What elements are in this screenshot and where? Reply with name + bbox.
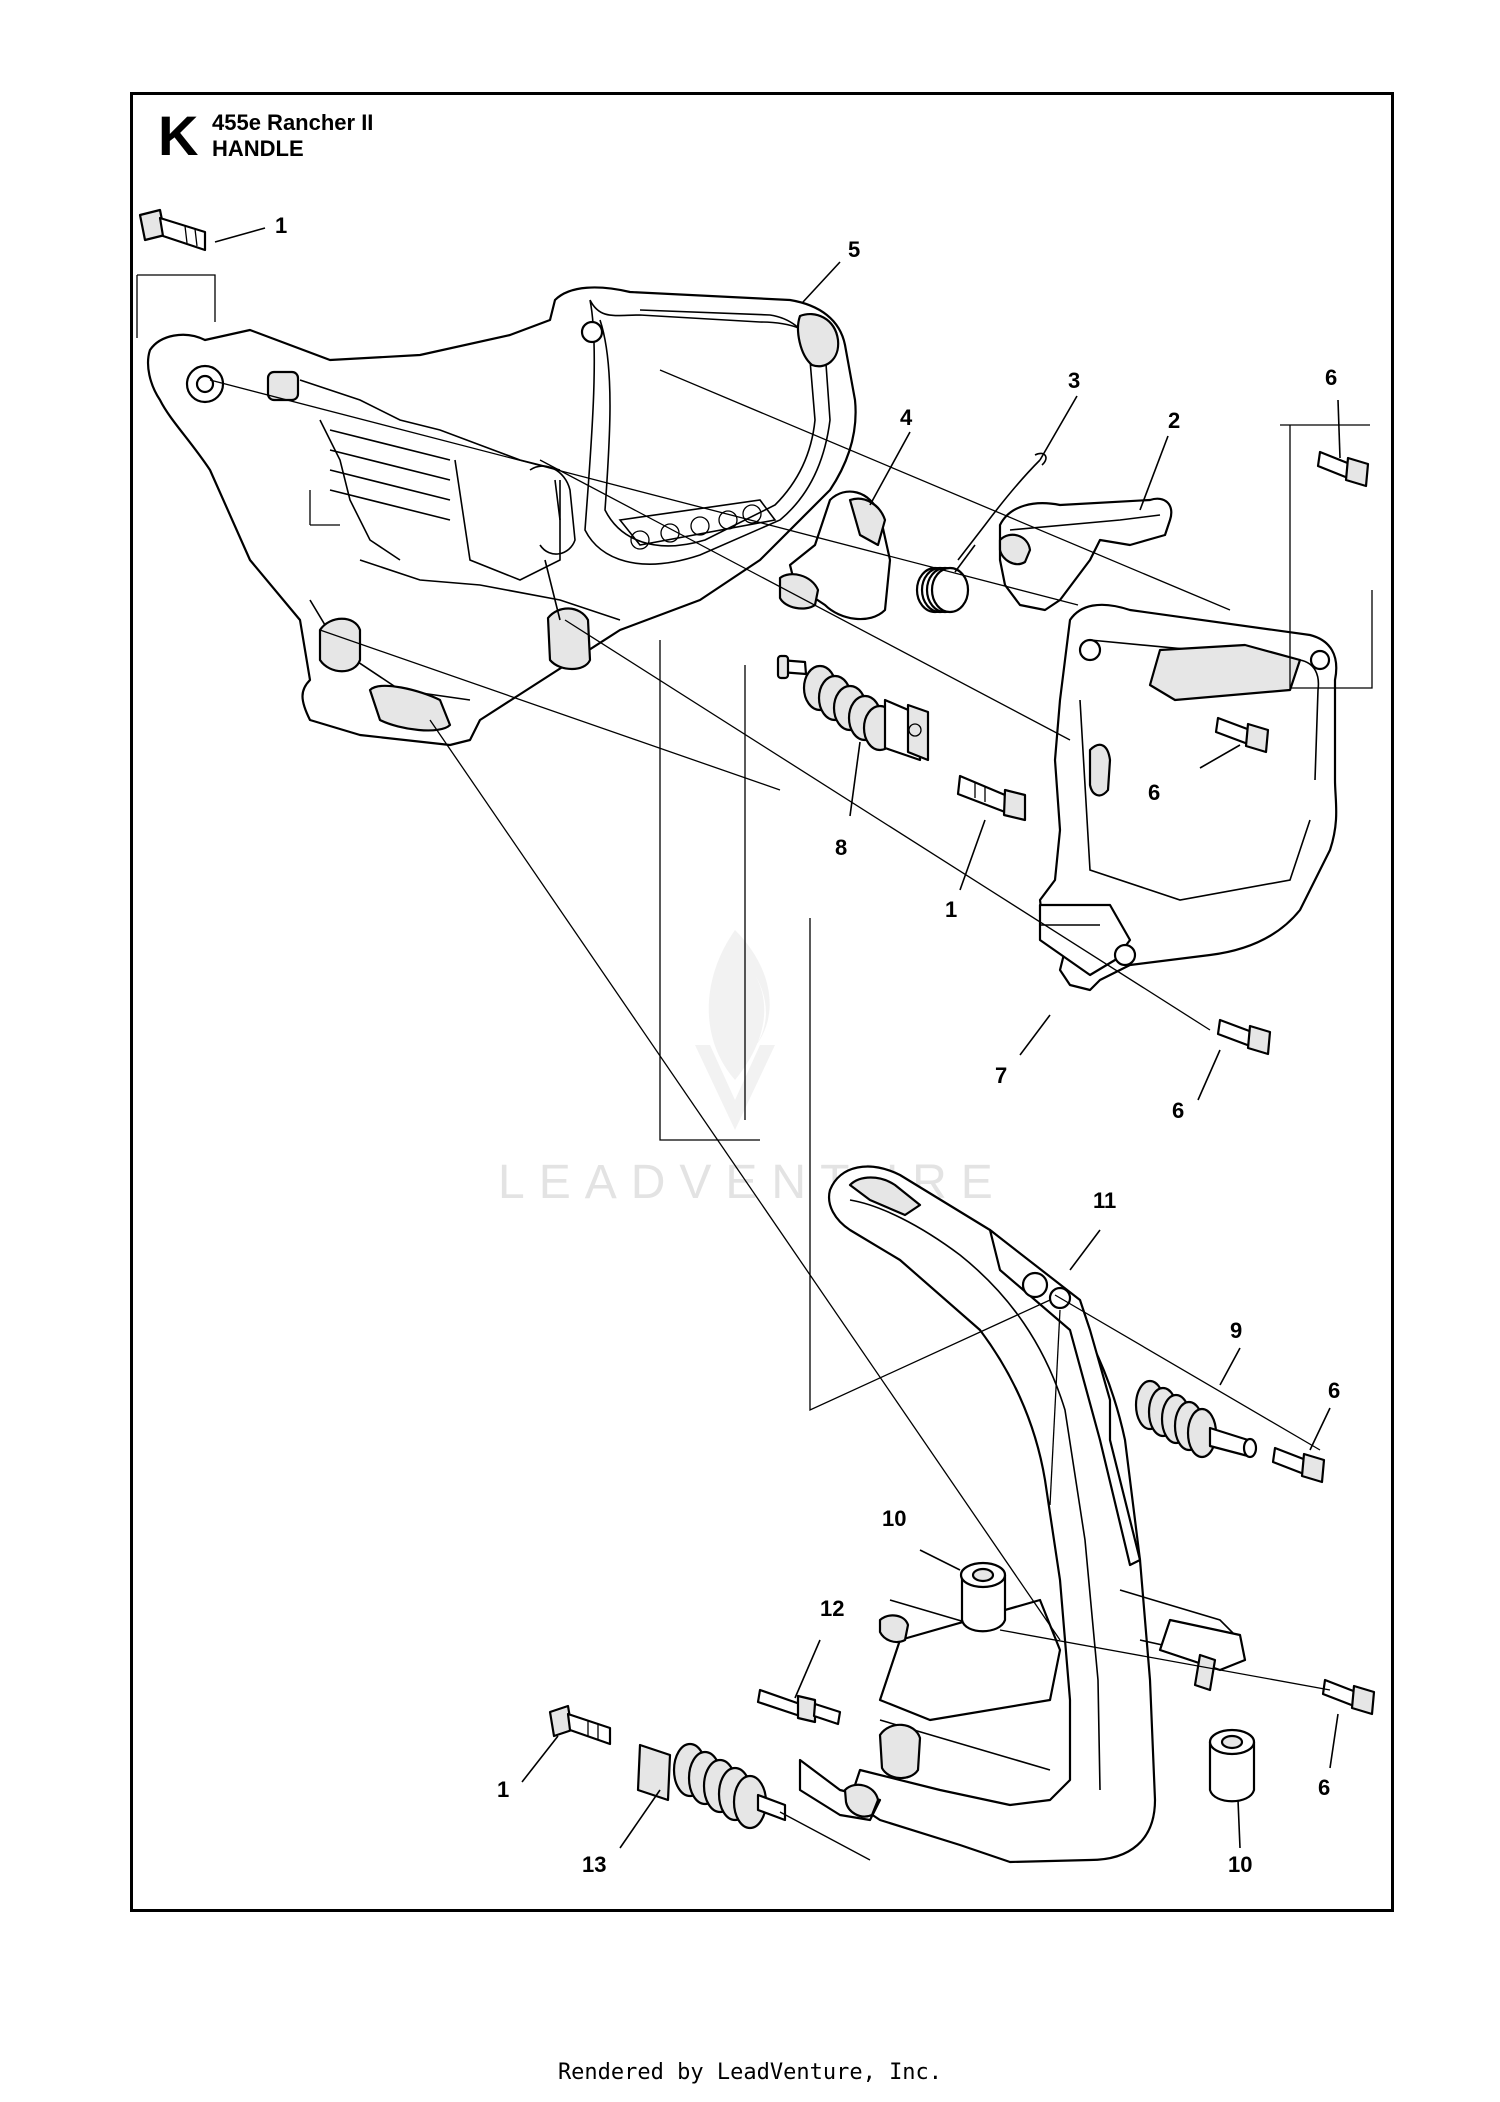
callout-4: 4 — [900, 405, 913, 430]
callout-8: 8 — [835, 835, 847, 860]
callout-3: 3 — [1068, 368, 1080, 393]
part-6-bolt-top-right — [1316, 450, 1370, 488]
part-6-bolt-lower-cover — [1216, 1018, 1272, 1056]
callout-7: 7 — [995, 1063, 1007, 1088]
part-13-anti-vibration-element — [636, 1742, 787, 1830]
part-3-spring — [915, 452, 1047, 614]
part-1-bolt-bottom — [548, 1704, 612, 1746]
callout-6: 6 — [1325, 365, 1337, 390]
part-7-handle-cover — [1038, 603, 1338, 992]
model-name: 455e Rancher II — [212, 110, 374, 135]
diagram-frame — [130, 92, 1394, 1912]
part-6-bolt-cover — [1214, 716, 1270, 754]
callout-11: 11 — [1093, 1188, 1116, 1213]
part-1-bolt-middle — [956, 774, 1027, 822]
part-10-bushing-lower — [1208, 1728, 1256, 1803]
part-6-bolt-bottom — [1321, 1678, 1376, 1716]
callout-9: 9 — [1230, 1318, 1242, 1343]
part-12-pin — [756, 1688, 842, 1726]
callout-1: 1 — [275, 213, 287, 238]
footer-credit: Rendered by LeadVenture, Inc. — [557, 2060, 943, 2085]
callout-1: 1 — [497, 1777, 509, 1802]
callout-6: 6 — [1148, 780, 1160, 805]
part-4-throttle-lockout — [778, 490, 892, 621]
part-5-rear-handle-housing — [146, 286, 857, 747]
callout-6: 6 — [1172, 1098, 1184, 1123]
section-letter: K — [158, 104, 199, 167]
assembly-name: HANDLE — [212, 136, 304, 161]
part-8-anti-vibration-element — [776, 654, 930, 762]
callout-6: 6 — [1328, 1378, 1340, 1403]
callout-6: 6 — [1318, 1775, 1330, 1800]
part-11-front-handle — [798, 1165, 1247, 1864]
part-10-bushing-upper — [959, 1561, 1007, 1633]
callout-10: 10 — [882, 1506, 906, 1531]
watermark-logo — [695, 930, 775, 1130]
callout-10: 10 — [1228, 1852, 1252, 1877]
callout-13: 13 — [582, 1852, 606, 1877]
part-9-anti-vibration-element — [1134, 1379, 1258, 1459]
part-6-bolt-front-handle — [1271, 1446, 1326, 1484]
assembly-lines — [136, 274, 1373, 1861]
callout-5: 5 — [848, 237, 860, 262]
callout-1: 1 — [945, 897, 957, 922]
callout-2: 2 — [1168, 408, 1180, 433]
part-2-throttle-trigger — [998, 497, 1173, 612]
part-1-bolt-top — [138, 208, 207, 252]
callout-labels: 1 5 3 4 2 6 6 8 1 7 6 11 9 6 10 12 1 6 1… — [275, 213, 1340, 1877]
callout-12: 12 — [820, 1596, 844, 1621]
callout-leaders — [214, 227, 1341, 1849]
